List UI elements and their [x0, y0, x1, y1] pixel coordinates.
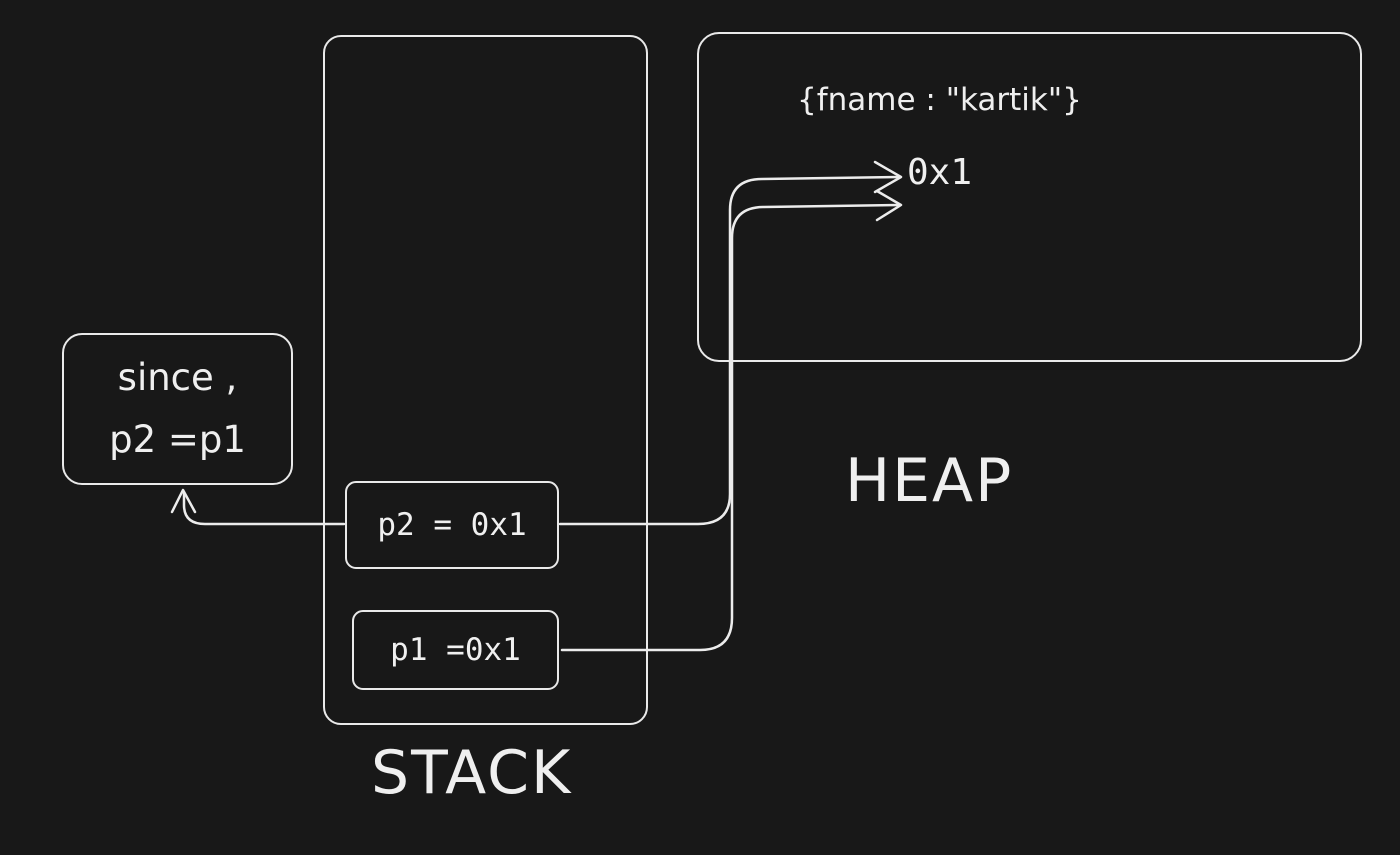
- p2-to-heap-arrow: [558, 175, 902, 526]
- heap-object: {fname : "kartik"}: [797, 82, 1082, 118]
- note-arrowhead: [170, 488, 197, 514]
- stack-var-p1: p1 =0x1: [352, 610, 559, 690]
- heap-frame: [697, 32, 1362, 362]
- heap-label: HEAP: [845, 446, 1014, 516]
- stack-frame: [323, 35, 648, 725]
- p1-to-heap-arrow: [560, 203, 902, 652]
- p2-arrowhead: [873, 160, 903, 194]
- heap-address: 0x1: [907, 152, 973, 193]
- note-line-1: since ,: [117, 356, 238, 399]
- stack-var-p1-text: p1 =0x1: [390, 632, 521, 668]
- explanation-note: since , p2 =p1: [62, 333, 293, 485]
- note-line-2: p2 =p1: [109, 418, 246, 461]
- p2-to-note-arrow: [182, 491, 346, 526]
- p1-arrowhead: [875, 189, 903, 222]
- stack-var-p2: p2 = 0x1: [345, 481, 559, 569]
- stack-var-p2-text: p2 = 0x1: [377, 507, 527, 543]
- stack-label: STACK: [371, 738, 573, 808]
